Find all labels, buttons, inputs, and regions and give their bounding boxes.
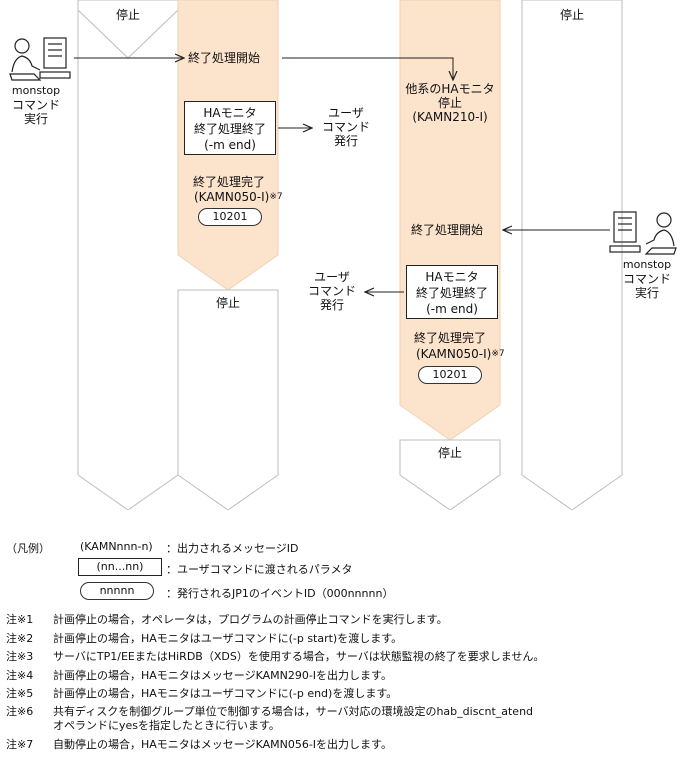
flow1-ha-end-box: HAモニタ 終了処理終了 (-m end) [184,101,276,155]
left-operator-label: monstop コマンド 実行 [11,84,61,126]
flow1-event-id: 10201 [198,208,262,226]
right-operator-label: monstop コマンド 実行 [622,258,672,300]
legend-event-desc: ：発行されるJP1のイベントID（000nnnnn） [166,587,394,600]
note-key: 注※3 [6,650,34,663]
note-text: オペランドにyesを指定したときに行います。 [53,719,280,732]
flow2-start-label: 終了処理開始 [411,223,484,237]
note-text: 計画停止の場合，HAモニタはメッセージKAMN290-Iを出力します。 [53,669,392,682]
note-text: 共有ディスクを制御グループ単位で制御する場合は，サーバ対応の環境設定のhab_d… [53,705,534,718]
arrow-to-other-ha [282,57,453,80]
note-key: 注※4 [6,669,34,682]
flow1-start-label: 終了処理開始 [188,51,261,65]
operator-terminal-icon [9,37,71,81]
note-item: 注※5 計画停止の場合，HAモニタはユーザコマンドに(-p end)を渡します。 [6,687,397,700]
legend-title: （凡例） [6,542,50,555]
operator-terminal-icon [609,211,677,255]
lane3-active-shape [399,0,501,441]
lane3-bottom-stop-label: 停止 [437,446,462,460]
legend-message-sample: (KAMNnnn-n) [80,540,153,553]
legend-param-desc: ：ユーザコマンドに渡されるパラメタ [166,563,353,576]
flow2-complete-label: 終了処理完了 [413,331,486,345]
note-item: オペランドにyesを指定したときに行います。 [6,719,280,732]
note-item: 注※1 計画停止の場合，オペレータは，プログラムの計画停止コマンドを実行します。 [6,613,448,626]
note-item: 注※7 自動停止の場合，HAモニタはメッセージKAMN056-Iを出力します。 [6,738,392,751]
lane4-stop-shape [521,0,623,510]
flow1-complete-label: 終了処理完了 [192,175,265,189]
note-item: 注※6 共有ディスクを制御グループ単位で制御する場合は，サーバ対応の環境設定のha… [6,705,533,718]
lane3-bottom-stop-shape [399,439,501,510]
flow2-message-id: (KAMN050-I)※7 [416,347,505,361]
note-text: サーバにTP1/EEまたはHiRDB（XDS）を使用する場合，サーバは状態監視の… [53,650,545,663]
note-item: 注※2 計画停止の場合，HAモニタはユーザコマンドに(-p start)を渡します… [6,632,402,645]
legend-event-sample: nnnnn [80,582,154,600]
note-key: 注※6 [6,705,34,718]
flow2-other-ha-label: 他系のHAモニタ 停止 (KAMN210-I) [405,82,495,124]
lane1-bottom-stop-shape [177,289,279,510]
note-text: 計画停止の場合，HAモニタはユーザコマンドに(-p end)を渡します。 [53,687,398,700]
note-key: 注※1 [6,613,34,626]
lane4-stop-label: 停止 [559,8,584,22]
note-item: 注※4 計画停止の場合，HAモニタはメッセージKAMN290-Iを出力します。 [6,669,392,682]
legend-param-sample: (nn...nn) [78,558,162,576]
note-text: 自動停止の場合，HAモニタはメッセージKAMN056-Iを出力します。 [53,738,392,751]
flow2-ha-end-box: HAモニタ 終了処理終了 (-m end) [406,265,498,319]
legend-message-desc: ：出力されるメッセージID [166,542,299,555]
flow2-usercmd-label: ユーザ コマンド 発行 [307,270,356,312]
lane1-bottom-stop-label: 停止 [215,296,240,310]
lane1-left-bottom [77,474,179,510]
flow1-message-id: (KAMN050-I)※7 [194,190,283,204]
flow2-event-id: 10201 [418,366,482,384]
note-key: 注※5 [6,687,34,700]
lane1-top-stop-shape [77,0,179,59]
note-item: 注※3 サーバにTP1/EEまたはHiRDB（XDS）を使用する場合，サーバは状態… [6,650,544,663]
note-key: 注※2 [6,632,34,645]
lane1-top-stop-label: 停止 [115,8,140,22]
note-text: 計画停止の場合，HAモニタはユーザコマンドに(-p start)を渡します。 [53,632,403,645]
flow-diagram [9,0,677,510]
flow1-usercmd-label: ユーザ コマンド 発行 [321,106,370,148]
note-text: 計画停止の場合，オペレータは，プログラムの計画停止コマンドを実行します。 [53,613,448,626]
note-key: 注※7 [6,738,34,751]
